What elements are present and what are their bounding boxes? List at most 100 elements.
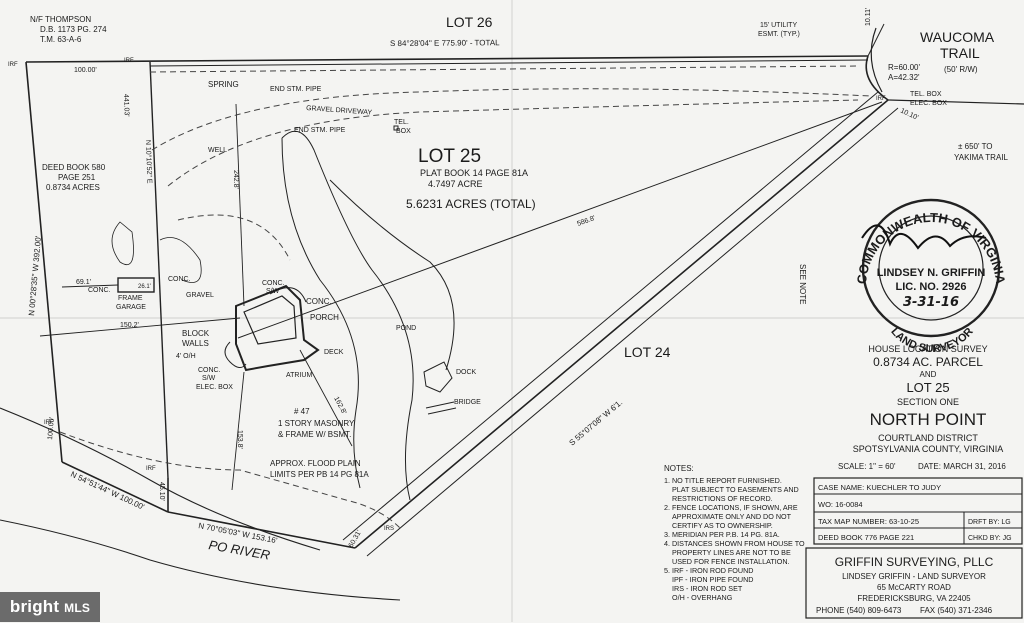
note-line: CERTIFY AS TO OWNERSHIP. <box>672 521 773 530</box>
label-tel: TEL. <box>394 119 409 126</box>
plat-labels: LOT 26 LOT 25 LOT 24 PLAT BOOK 14 PAGE 8… <box>8 14 1008 563</box>
watermark-suffix: MLS <box>64 601 91 615</box>
note-line: PROPERTY LINES ARE NOT TO BE <box>672 548 791 557</box>
label-conc-garage-1: CONC. <box>88 287 111 294</box>
notes-block: NOTES: 1. NO TITLE REPORT FURNISHED. PLA… <box>664 464 805 602</box>
dist-153: 153.8' <box>236 430 243 449</box>
title-scale: SCALE: 1" = 60' <box>838 462 896 471</box>
label-elec-box-road: ELEC. BOX <box>910 100 947 107</box>
note-line: PLAT SUBJECT TO EASEMENTS AND <box>672 485 799 494</box>
label-lot24: LOT 24 <box>624 344 671 360</box>
note-line: RESTRICTIONS OF RECORD. <box>672 494 773 503</box>
brightmls-watermark: bright MLS <box>0 592 100 622</box>
label-gravel-driveway: GRAVEL DRIVEWAY <box>306 105 373 117</box>
seal-name: LINDSEY N. GRIFFIN <box>877 267 986 279</box>
label-atrium: ATRIUM <box>286 372 312 379</box>
label-irf-5: IRF <box>876 96 886 102</box>
label-lot26: LOT 26 <box>446 14 493 30</box>
title-line3: AND <box>920 370 937 379</box>
note-line: IPF - IRON PIPE FOUND <box>672 575 753 584</box>
dist-inner-vert: 441.03' <box>122 94 130 117</box>
dist-242: 242.8' <box>232 170 239 189</box>
title-line6: NORTH POINT <box>870 410 987 429</box>
label-garage: GARAGE <box>116 304 146 311</box>
label-box: BOX <box>396 128 411 135</box>
label-acres-08734: 0.8734 ACRES <box>46 183 100 192</box>
label-see-note: SEE NOTE <box>798 264 807 304</box>
info-drft: DRFT BY: LG <box>968 519 1011 526</box>
note-line: 3. MERIDIAN PER P.B. 14 PG. 81A. <box>664 530 780 539</box>
label-yakima-1: ± 650' TO <box>958 142 993 151</box>
watermark-brand: bright <box>9 597 60 616</box>
note-line: 5. IRF - IRON ROD FOUND <box>664 566 753 575</box>
notes-heading: NOTES: <box>664 464 694 473</box>
dist-10-10: 10.10' <box>899 107 919 121</box>
label-deed-580: DEED BOOK 580 <box>42 163 106 172</box>
label-well: WELL <box>208 147 227 154</box>
label-curve-a: A=42.32' <box>888 73 920 82</box>
tel-box-marker <box>393 125 399 131</box>
label-db-1173: D.B. 1173 PG. 274 <box>40 25 107 34</box>
label-road-2: TRAIL <box>940 45 980 61</box>
note-line: 4. DISTANCES SHOWN FROM HOUSE TO <box>664 539 805 548</box>
label-sw-1: S/W <box>266 288 280 295</box>
survey-title-block: HOUSE LOCATION SURVEY 0.8734 AC. PARCEL … <box>838 344 1006 471</box>
label-conc-sw-2: CONC. <box>198 367 221 374</box>
surveyor-seal: COMMONWEALTH OF VIRGINIA LAND SURVEYOR L… <box>854 198 1008 355</box>
title-line5: SECTION ONE <box>897 397 959 407</box>
property-boundaries <box>25 23 1024 557</box>
label-elec-box-house: ELEC. BOX <box>196 384 233 391</box>
label-block: BLOCK <box>182 329 210 338</box>
info-chkd: CHKD BY: JG <box>968 535 1012 542</box>
label-conc-sw-1: CONC. <box>262 280 285 287</box>
title-line7: COURTLAND DISTRICT <box>878 433 978 443</box>
dist-261: 26.1' <box>138 284 151 290</box>
dist-162: 162.8' <box>332 396 347 416</box>
label-road-1: WAUCOMA <box>920 29 995 45</box>
label-house-num: # 47 <box>294 407 310 416</box>
label-acres-total: 5.6231 ACRES (TOTAL) <box>406 197 536 211</box>
label-tel-box-road: TEL. BOX <box>910 91 942 98</box>
label-irf-1: IRF <box>8 62 18 68</box>
note-line: 2. FENCE LOCATIONS, IF SHOWN, ARE <box>664 503 798 512</box>
label-house-desc-1: 1 STORY MASONRY <box>278 419 355 428</box>
company-phone: PHONE (540) 809-6473 <box>816 606 902 615</box>
label-dock: DOCK <box>456 369 477 376</box>
label-sw-2: S/W <box>202 375 216 382</box>
label-utility-2: ESMT. (TYP.) <box>758 31 800 38</box>
bearing-bottom-left: N 54°51'44" W 100.00' <box>69 470 146 512</box>
info-deed-book: DEED BOOK 776 PAGE 221 <box>818 533 914 542</box>
label-deck: DECK <box>324 349 344 356</box>
label-gravel: GRAVEL <box>186 292 214 299</box>
river-bank-1 <box>0 407 321 551</box>
bearing-diag: S 55°07'08" W 6'1. <box>568 398 625 448</box>
note-line: 1. NO TITLE REPORT FURNISHED. <box>664 476 782 485</box>
gravel-driveway <box>151 88 871 261</box>
label-tm: T.M. 63-A-6 <box>40 35 82 44</box>
dist-586: 586.8' <box>576 215 596 228</box>
dist-691: 69.1' <box>76 279 91 286</box>
label-row: (50' R/W) <box>944 65 978 74</box>
river-bank-2 <box>0 519 401 601</box>
company-surveyor: LINDSEY GRIFFIN - LAND SURVEYOR <box>842 572 986 581</box>
dist-100-left: 100.00' <box>47 417 56 440</box>
bearing-labels: S 84°28'04" E 775.90' - TOTAL N 00°28'35… <box>27 8 919 549</box>
label-porch: PORCH <box>310 313 339 322</box>
dist-10-11: 10.11' <box>865 8 872 26</box>
label-utility-1: 15' UTILITY <box>760 22 797 29</box>
label-conc-garage-2: CONC. <box>168 276 191 283</box>
note-line: APPROXIMATE ONLY AND DO NOT <box>672 512 792 521</box>
note-line: USED FOR FENCE INSTALLATION. <box>672 557 790 566</box>
stream-pond <box>111 130 457 501</box>
label-walls: WALLS <box>182 339 209 348</box>
label-flood-1: APPROX. FLOOD PLAIN <box>270 459 361 468</box>
label-pond: POND <box>396 325 416 332</box>
bearing-top: S 84°28'04" E 775.90' - TOTAL <box>390 38 500 48</box>
title-line1: HOUSE LOCATION SURVEY <box>868 344 987 354</box>
label-conc-porch: CONC. <box>306 297 332 306</box>
seal-date: 3-31-16 <box>903 295 959 310</box>
info-table: CASE NAME: KUECHLER TO JUDY WO: 16-0084 … <box>805 477 1023 619</box>
label-end-stm-pipe-1: END STM. PIPE <box>270 86 322 93</box>
info-tax-map: TAX MAP NUMBER: 63-10-25 <box>818 517 919 526</box>
